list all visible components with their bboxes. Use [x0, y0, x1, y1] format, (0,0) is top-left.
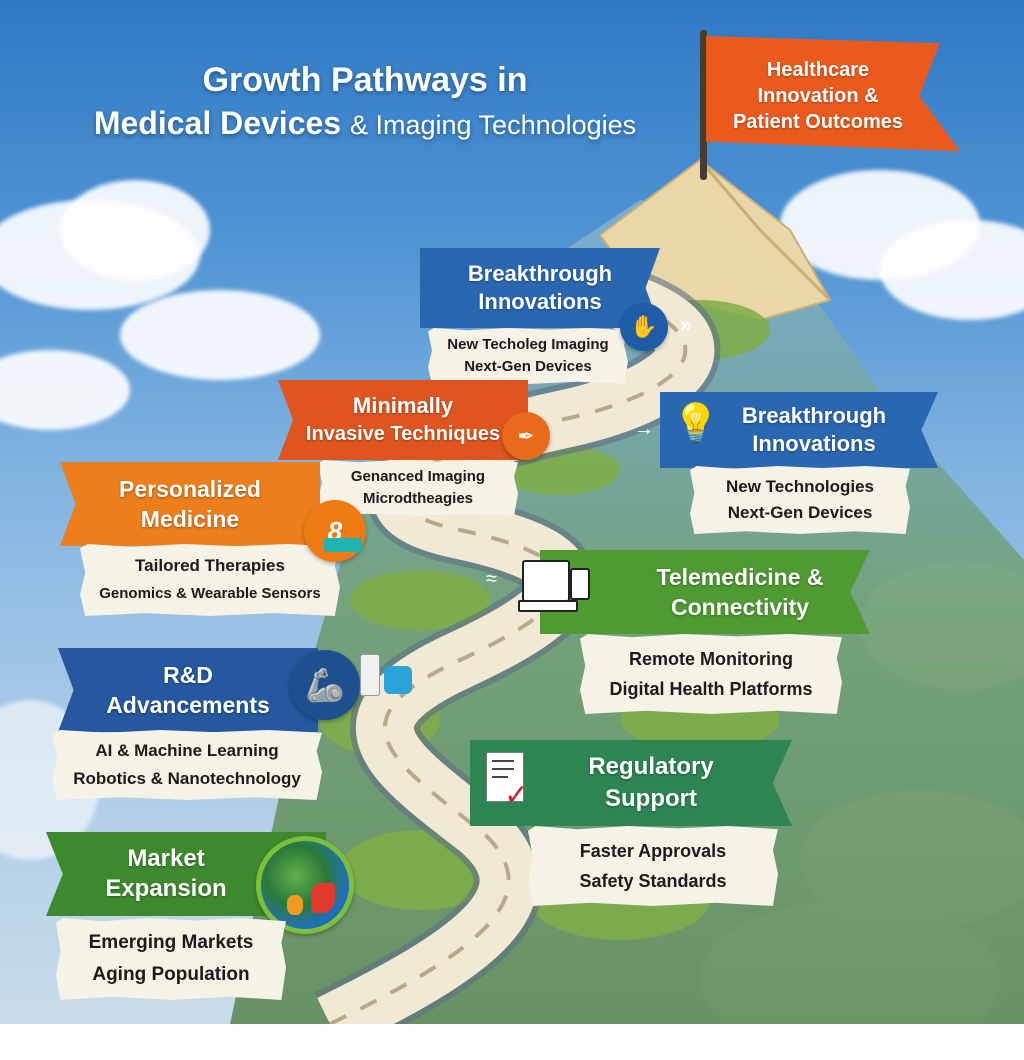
globe-icon — [256, 836, 354, 934]
stage-title-line-2: Medicine — [140, 506, 240, 532]
title-line-2: Medical Devices & Imaging Technologies — [40, 102, 690, 146]
stage-title-line-2: Advancements — [106, 692, 270, 718]
page-title: Growth Pathways in Medical Devices & Ima… — [40, 58, 690, 146]
wifi-icon: ≈ — [486, 568, 497, 590]
stage-breakthrough-top-banner: Breakthrough Innovations — [420, 248, 660, 328]
road-center-line — [329, 298, 688, 1024]
stage-detail-line-1: Genanced Imaging — [350, 468, 486, 485]
dna-sensor-icon: 8 — [304, 500, 366, 562]
lightbulb-icon: 💡 — [672, 403, 720, 445]
stage-regulatory-details: Faster Approvals Safety Standards — [528, 826, 778, 906]
stage-rd-banner: R&D Advancements — [58, 648, 318, 732]
laptop-wifi-icon — [518, 560, 590, 614]
stage-title-line-1: Telemedicine & — [656, 564, 824, 590]
title-line-2-rest: & Imaging Technologies — [349, 110, 637, 140]
cloud — [0, 350, 130, 430]
chevron-right-icon: » — [680, 312, 693, 337]
summit-flag: Healthcare Innovation & Patient Outcomes — [706, 36, 960, 152]
flag-line-1: Healthcare — [766, 59, 870, 81]
stage-title-line-1: Breakthrough — [467, 261, 613, 286]
title-line-1: Growth Pathways in — [202, 61, 528, 99]
stage-title-line-2: Innovations — [752, 431, 876, 456]
stage-detail-line-2: Next-Gen Devices — [727, 503, 873, 522]
cloud — [880, 220, 1024, 320]
stage-personalized-medicine-banner: Personalized Medicine — [60, 462, 320, 546]
stage-title-line-1: Regulatory — [588, 753, 714, 780]
stage-detail-line-1: Emerging Markets — [88, 932, 254, 953]
stage-breakthrough-right-details: New Technologies Next-Gen Devices — [690, 466, 910, 534]
stage-title-line-1: R&D — [163, 662, 213, 688]
stage-rd-details: AI & Machine Learning Robotics & Nanotec… — [52, 730, 322, 800]
title-line-2-main: Medical Devices — [93, 105, 342, 141]
stage-title-line-1: Minimally — [352, 393, 454, 418]
stage-title-line-1: Market — [127, 845, 205, 872]
stage-title-line-2: Innovations — [478, 289, 602, 314]
cloud — [120, 290, 320, 380]
sensor-bar — [324, 538, 362, 552]
stage-detail-line-2: Aging Population — [92, 964, 250, 985]
stage-detail-line-1: Remote Monitoring — [629, 649, 793, 669]
stage-detail-line-1: New Technologies — [726, 477, 874, 496]
lightbulb-hand-icon: ✋ — [620, 303, 668, 351]
stage-telemedicine-banner: Telemedicine & Connectivity — [540, 550, 870, 634]
stage-detail-line-1: Tailored Therapies — [135, 556, 285, 575]
stage-detail-line-2: Next-Gen Devices — [464, 358, 592, 375]
stage-detail-line-1: New Techoleg Imaging — [447, 336, 609, 353]
stage-detail-line-1: AI & Machine Learning — [95, 741, 279, 760]
nanotech-chip-icon — [384, 666, 412, 694]
stage-breakthrough-top-details: New Techoleg Imaging Next-Gen Devices — [428, 328, 628, 384]
stage-title-line-2: Expansion — [105, 875, 227, 902]
flag-pole — [700, 30, 707, 180]
stage-detail-line-2: Robotics & Nanotechnology — [73, 769, 301, 788]
surgical-tool-icon: ✒ — [502, 412, 550, 460]
stage-title-line-2: Invasive Techniques — [305, 423, 501, 445]
stage-detail-line-1: Faster Approvals — [579, 841, 727, 861]
robot-arm-icon: 🦾 — [290, 650, 360, 720]
flag-line-2: Innovation & — [757, 85, 879, 107]
stage-title-line-1: Personalized — [119, 476, 261, 502]
cloud — [60, 180, 210, 280]
stage-title-line-2: Support — [605, 785, 697, 812]
stage-detail-line-2: Microdtheagies — [362, 490, 474, 507]
stage-detail-line-2: Digital Health Platforms — [609, 679, 813, 699]
stage-minimally-invasive-banner: Minimally Invasive Techniques — [278, 380, 528, 460]
stage-detail-line-2: Genomics & Wearable Sensors — [99, 585, 321, 602]
flag-line-3: Patient Outcomes — [732, 111, 904, 133]
stage-telemedicine-details: Remote Monitoring Digital Health Platfor… — [580, 634, 842, 714]
arrow-right-icon: → — [634, 418, 654, 440]
stage-personalized-medicine-details: Tailored Therapies Genomics & Wearable S… — [80, 544, 340, 616]
stage-breakthrough-right-banner: Breakthrough Innovations — [660, 392, 938, 468]
checklist-icon: ✓ — [486, 752, 536, 812]
device-icon — [360, 654, 380, 696]
stage-title-line-2: Connectivity — [670, 594, 810, 620]
stage-detail-line-2: Safety Standards — [579, 871, 727, 891]
stage-title-line-1: Breakthrough — [741, 403, 887, 428]
stage-market-expansion-details: Emerging Markets Aging Population — [56, 918, 286, 1000]
